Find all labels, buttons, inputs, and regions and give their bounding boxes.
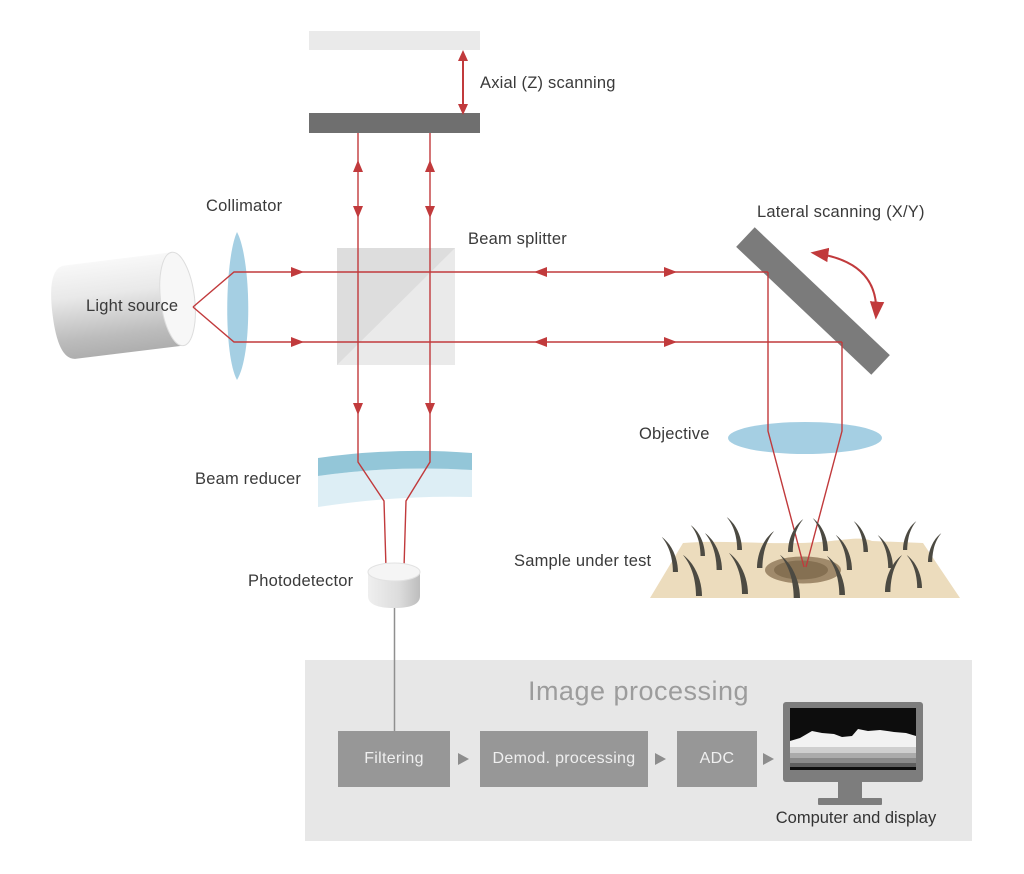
flow-arrow-icon [655,753,666,765]
beam-reducer-lens [318,450,472,507]
label-collimator: Collimator [206,197,283,215]
light-source-cylinder [51,251,196,359]
image-processing-title: Image processing [527,676,750,706]
objective-lens [728,422,882,454]
sample-skin [650,538,960,598]
lateral-scanning-mirror [736,227,890,375]
adc-box: ADC [677,731,757,787]
computer-display-monitor [783,702,923,805]
label-beam-reducer: Beam reducer [195,470,302,488]
label-lateral-scanning: Lateral scanning (X/Y) [757,203,925,221]
light-beams [192,133,843,569]
flow-arrow-icon [763,753,774,765]
rotation-arrow [810,247,885,320]
collimator-lens [227,232,249,380]
demod-processing-box: Demod. processing [480,731,648,787]
beam-arrowheads [291,160,677,415]
label-axial-scanning: Axial (Z) scanning [480,74,616,92]
label-beam-splitter: Beam splitter [468,230,567,248]
filtering-box: Filtering [338,731,450,787]
computer-display-label: Computer and display [775,809,937,827]
flow-arrow-icon [458,753,469,765]
photodetector-cylinder [367,562,421,608]
label-light-source: Light source [86,297,179,315]
label-objective: Objective [639,425,710,443]
oct-scan-image [790,729,916,767]
beam-splitter-cube [337,248,455,365]
label-photodetector: Photodetector [248,572,354,590]
label-sample-under-test: Sample under test [514,552,652,570]
axial-scanning-mirror [309,31,480,133]
